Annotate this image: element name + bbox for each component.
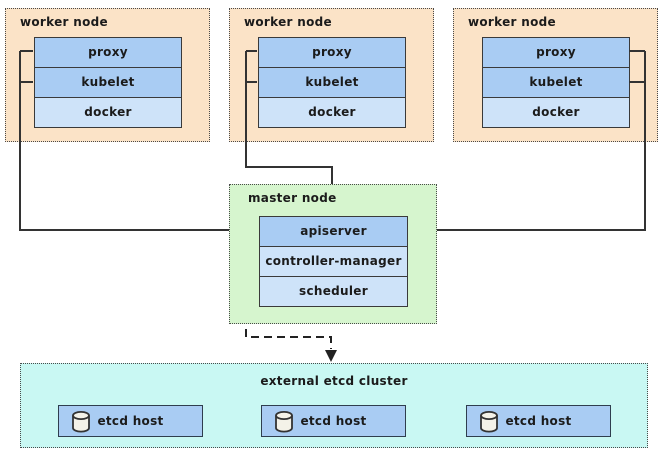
worker-node-2: worker node proxy kubelet docker — [229, 8, 434, 142]
component-controller-manager: controller-manager — [259, 246, 408, 277]
external-etcd-cluster: external etcd cluster etcd host etcd hos… — [20, 363, 648, 448]
component-proxy: proxy — [482, 37, 630, 68]
worker-node-3-title: worker node — [468, 15, 556, 29]
arrowhead-down-icon — [325, 350, 337, 362]
master-node: master node apiserver controller-manager… — [229, 184, 437, 324]
component-scheduler: scheduler — [259, 276, 408, 307]
database-icon — [72, 411, 90, 433]
worker-node-3-stack: proxy kubelet docker — [482, 37, 630, 128]
worker-node-1-title: worker node — [20, 15, 108, 29]
etcd-host-2: etcd host — [261, 405, 406, 437]
worker-node-2-title: worker node — [244, 15, 332, 29]
database-icon — [480, 411, 498, 433]
worker-node-2-stack: proxy kubelet docker — [258, 37, 406, 128]
etcd-host-label: etcd host — [505, 414, 572, 428]
etcd-cluster-title: external etcd cluster — [260, 374, 408, 388]
component-docker: docker — [482, 97, 630, 128]
worker-node-1-stack: proxy kubelet docker — [34, 37, 182, 128]
component-kubelet: kubelet — [482, 67, 630, 98]
component-apiserver: apiserver — [259, 216, 408, 247]
worker-node-3: worker node proxy kubelet docker — [453, 8, 658, 142]
master-node-stack: apiserver controller-manager scheduler — [259, 216, 408, 307]
component-docker: docker — [258, 97, 406, 128]
component-docker: docker — [34, 97, 182, 128]
component-kubelet: kubelet — [34, 67, 182, 98]
etcd-host-1: etcd host — [58, 405, 203, 437]
etcd-host-label: etcd host — [97, 414, 164, 428]
etcd-host-3: etcd host — [466, 405, 611, 437]
component-proxy: proxy — [34, 37, 182, 68]
component-kubelet: kubelet — [258, 67, 406, 98]
master-node-title: master node — [248, 191, 337, 205]
component-proxy: proxy — [258, 37, 406, 68]
etcd-host-label: etcd host — [300, 414, 367, 428]
worker-node-1: worker node proxy kubelet docker — [5, 8, 210, 142]
database-icon — [275, 411, 293, 433]
